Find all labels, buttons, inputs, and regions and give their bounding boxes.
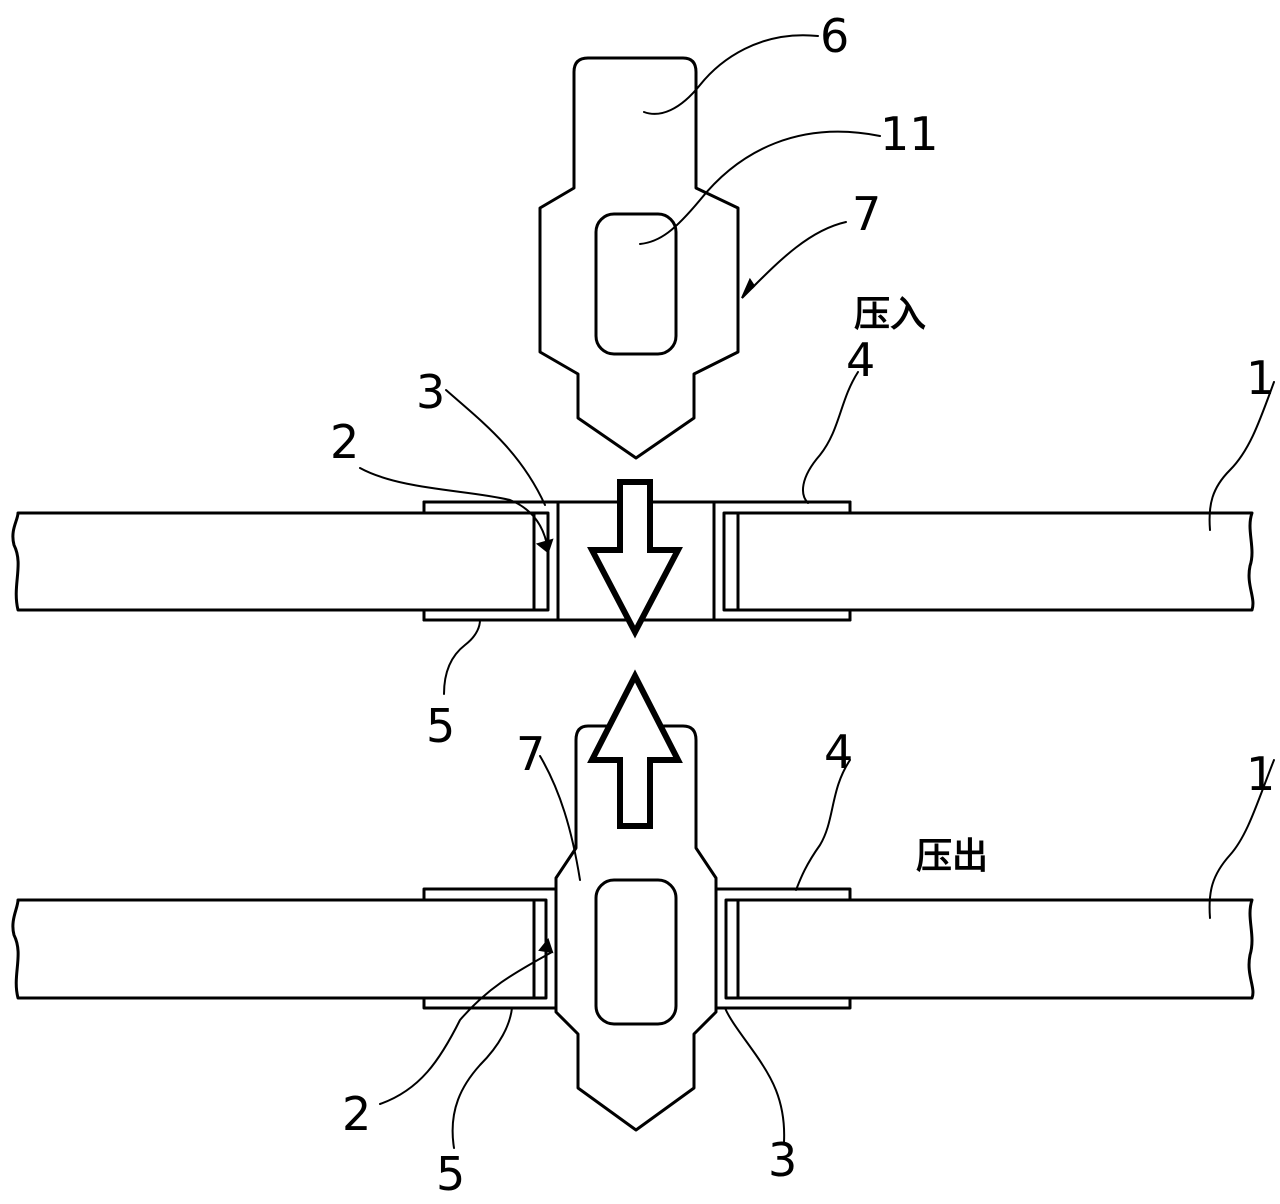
pin-window-top [594,212,678,356]
sleeve-right-top [712,500,852,622]
sleeve-right-bottom [714,887,852,1010]
sleeve-top [422,500,560,622]
label-1-top: 1 [1246,351,1275,405]
label-4-bottom: 4 [824,725,853,779]
label-11: 11 [880,107,939,161]
press-in-arrow [587,479,683,639]
board-right-top [736,511,1255,612]
label-3-top: 3 [416,365,445,419]
label-5-top: 5 [426,699,455,753]
label-7-top: 7 [852,187,881,241]
label-6: 6 [820,9,849,63]
caption-press-in: 压入 [854,294,926,335]
press-fit-pin-top [538,56,740,460]
board-right-bottom [736,898,1255,1000]
label-5-bottom: 5 [436,1147,465,1201]
label-2-bottom: 2 [342,1087,371,1141]
label-4-top: 4 [846,333,875,387]
label-7-bottom: 7 [516,727,545,781]
press-fit-pin-bottom [554,724,718,1132]
label-3-bottom: 3 [768,1133,797,1187]
label-1-bottom: 1 [1246,747,1275,801]
label-2-top: 2 [330,415,359,469]
press-out-arrow [587,669,683,829]
caption-press-out: 压出 [916,836,988,877]
board-left-bottom [11,898,536,1000]
pin-window-bottom [594,878,678,1026]
board-left-top [11,511,536,612]
